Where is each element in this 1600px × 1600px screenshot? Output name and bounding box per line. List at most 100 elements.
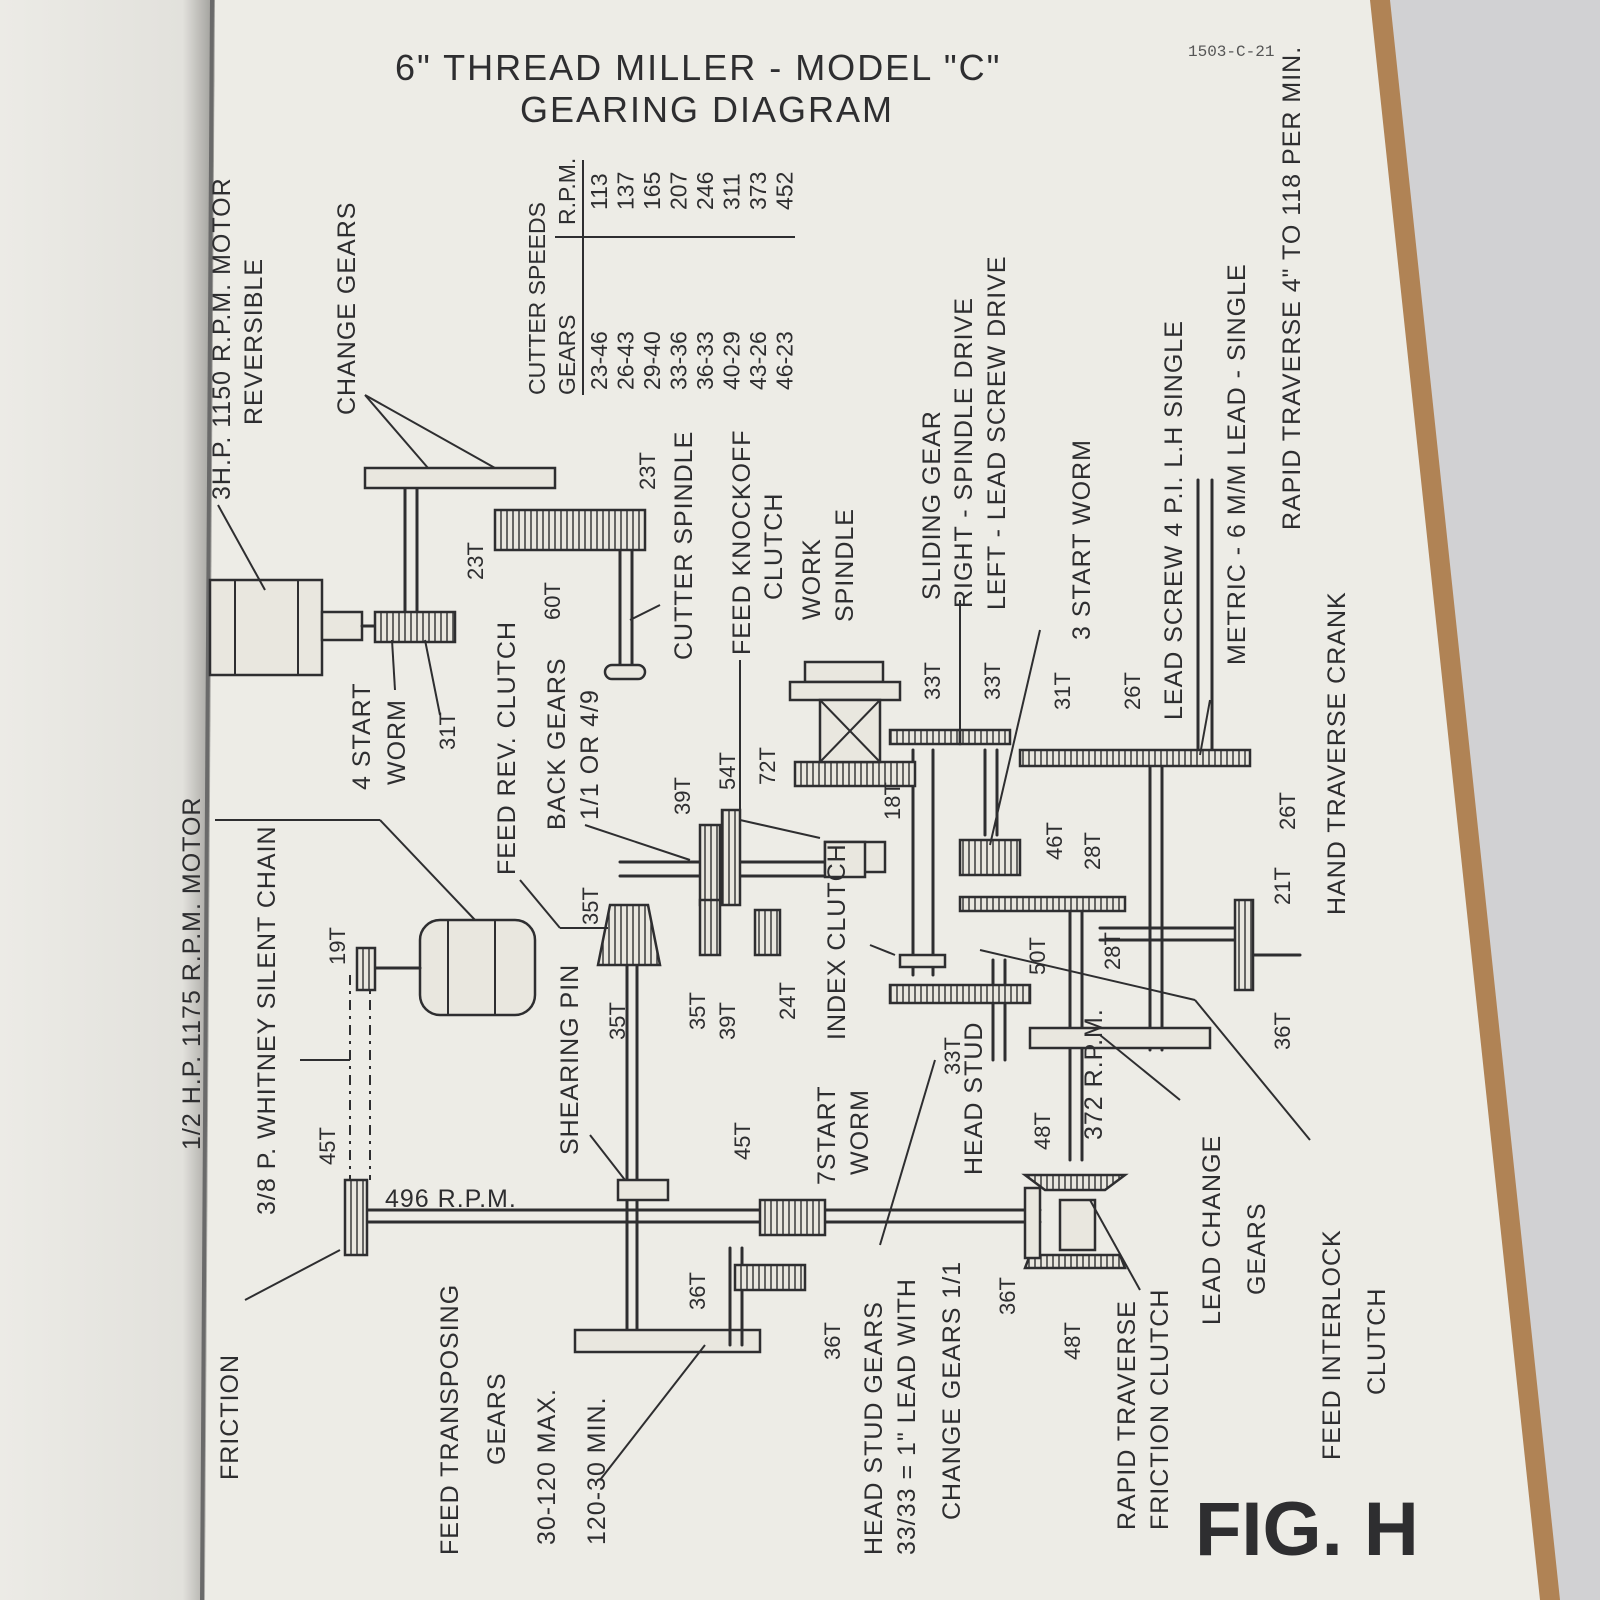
table-col-rpm: R.P.M. — [554, 158, 580, 225]
label-head-stud-change: CHANGE GEARS 1/1 — [938, 1261, 966, 1520]
table-col-gears: GEARS — [554, 314, 580, 395]
label-372-rpm: 372 R.P.M. — [1080, 1008, 1108, 1140]
leader-lines — [215, 394, 1311, 1481]
tooth-54t: 54T — [715, 752, 740, 790]
label-back-gears: BACK GEARS — [543, 657, 571, 830]
tooth-28t-a: 28T — [1080, 832, 1105, 870]
table-row-gears: 40-29 — [719, 331, 745, 390]
tooth-48t-a: 48T — [1030, 1112, 1055, 1150]
label-3hp-motor: 3H.P. 1150 R.P.M. MOTOR — [208, 177, 236, 500]
label-spindle: SPINDLE — [831, 508, 859, 622]
tooth-18t: 18T — [880, 782, 905, 820]
right-page — [205, 0, 1540, 1600]
label-7start: 7START — [813, 1085, 841, 1185]
table-row-rpm: 207 — [666, 172, 692, 210]
tooth-36t-d: 36T — [995, 1277, 1020, 1315]
tooth-45t-a: 45T — [315, 1127, 340, 1165]
tooth-35t-c: 35T — [685, 992, 710, 1030]
label-head-stud-gears: HEAD STUD GEARS — [860, 1301, 888, 1555]
table-row-rpm: 137 — [613, 172, 639, 210]
label-change-gears: CHANGE GEARS — [333, 202, 361, 415]
label-sliding-gear: SLIDING GEAR — [918, 410, 946, 600]
tooth-23t-a: 23T — [463, 542, 488, 580]
tooth-36t-b: 36T — [685, 1272, 710, 1310]
tooth-45t-b: 45T — [730, 1122, 755, 1160]
table-row-gears: 36-33 — [692, 331, 718, 390]
tooth-35t-b: 35T — [605, 1002, 630, 1040]
tooth-36t-c: 36T — [820, 1322, 845, 1360]
table-row-rpm: 452 — [772, 172, 798, 210]
label-feed-interlock: FEED INTERLOCK — [1318, 1229, 1346, 1460]
figure-label: FIG. H — [1195, 1487, 1419, 1572]
label-4start: 4 START — [348, 683, 376, 791]
label-feed-knockoff-clutch: CLUTCH — [760, 493, 788, 600]
label-3start-worm: 3 START WORM — [1068, 439, 1096, 640]
label-right-drive: RIGHT - SPINDLE DRIVE — [950, 297, 978, 608]
label-lead-screw: LEAD SCREW 4 P.I. L.H SINGLE — [1160, 320, 1188, 720]
tooth-36t-a: 36T — [1270, 1012, 1295, 1050]
tooth-72t: 72T — [755, 747, 780, 785]
label-lead-change: LEAD CHANGE — [1198, 1135, 1226, 1325]
label-cutter-spindle: CUTTER SPINDLE — [670, 431, 698, 660]
table-row-gears: 26-43 — [613, 331, 639, 390]
tooth-23t-b: 23T — [635, 452, 660, 490]
label-7start-worm: WORM — [846, 1089, 874, 1175]
table-row-rpm: 311 — [719, 173, 745, 210]
label-work: WORK — [798, 538, 826, 620]
tooth-35t-a: 35T — [578, 887, 603, 925]
left-page — [0, 0, 215, 1600]
label-rapid-traverse: RAPID TRAVERSE — [1113, 1300, 1141, 1530]
doc-number: 1503-C-21 — [1188, 43, 1274, 61]
table-heading: CUTTER SPEEDS — [524, 202, 550, 395]
tooth-46t: 46T — [1042, 822, 1067, 860]
label-feed-rev-clutch: FEED REV. CLUTCH — [493, 621, 521, 875]
label-lead-change-gears: GEARS — [1243, 1202, 1271, 1295]
tooth-28t-b: 28T — [1100, 932, 1125, 970]
motor-3hp — [208, 578, 382, 677]
tooth-31t-a: 31T — [435, 712, 460, 750]
tooth-26t-b: 26T — [1275, 792, 1300, 830]
tooth-labels: 23T 23T 60T 31T 19T 45T 35T 35T 35T 39T … — [315, 452, 1300, 1360]
tooth-24t: 24T — [775, 982, 800, 1020]
label-feed-transposing: FEED TRANSPOSING — [436, 1284, 464, 1555]
tooth-33t-b: 33T — [980, 662, 1005, 700]
label-496-rpm: 496 R.P.M. — [385, 1185, 517, 1213]
table-row-gears: 29-40 — [639, 331, 665, 390]
label-friction-clutch: FRICTION CLUTCH — [1146, 1289, 1174, 1530]
label-friction: FRICTION — [216, 1354, 244, 1480]
label-rapid-traverse-rate: RAPID TRAVERSE 4" TO 118 PER MIN. — [1278, 46, 1306, 530]
tooth-19t: 19T — [325, 927, 350, 965]
label-left-drive: LEFT - LEAD SCREW DRIVE — [983, 255, 1011, 610]
gears — [343, 466, 1255, 1292]
tooth-60t: 60T — [540, 582, 565, 620]
table-row-gears: 43-26 — [745, 331, 771, 390]
label-reversible: REVERSIBLE — [240, 258, 268, 425]
label-head-stud-ratio: 33/33 = 1" LEAD WITH — [893, 1278, 921, 1555]
label-feed-transposing-gears: GEARS — [483, 1372, 511, 1465]
table-row-gears: 23-46 — [586, 331, 612, 390]
table-row-rpm: 113 — [586, 173, 612, 210]
tooth-33t-a: 33T — [920, 662, 945, 700]
table-row-gears: 46-23 — [772, 331, 798, 390]
label-range-max: 30-120 MAX. — [533, 1388, 561, 1545]
label-metric: METRIC - 6 M/M LEAD - SINGLE — [1223, 263, 1251, 665]
rotated-labels: 3H.P. 1150 R.P.M. MOTOR REVERSIBLE CHANG… — [178, 46, 1391, 1555]
table-row-rpm: 165 — [639, 172, 665, 210]
label-hand-traverse-crank: HAND TRAVERSE CRANK — [1323, 591, 1351, 915]
tooth-48t-b: 48T — [1060, 1322, 1085, 1360]
table-row-rpm: 373 — [745, 172, 771, 210]
title-line-1: 6" THREAD MILLER - MODEL "C" — [395, 47, 1001, 88]
tooth-21t: 21T — [1270, 867, 1295, 905]
label-range-min: 120-30 MIN. — [583, 1396, 611, 1545]
table-row-rpm: 246 — [692, 172, 718, 210]
cutter-speeds-table: CUTTER SPEEDS GEARS R.P.M. 23-46 113 26-43… — [524, 158, 798, 395]
label-shearing-pin: SHEARING PIN — [556, 964, 584, 1155]
title-line-2: GEARING DIAGRAM — [520, 89, 894, 130]
label-head-stud: HEAD STUD — [960, 1022, 988, 1175]
tooth-39t-b: 39T — [715, 1002, 740, 1040]
label-4start-worm: WORM — [383, 699, 411, 785]
label-half-hp-motor: 1/2 H.P. 1175 R.P.M. MOTOR — [178, 797, 206, 1150]
tooth-31t-b: 31T — [1050, 672, 1075, 710]
tooth-39t-a: 39T — [670, 777, 695, 815]
